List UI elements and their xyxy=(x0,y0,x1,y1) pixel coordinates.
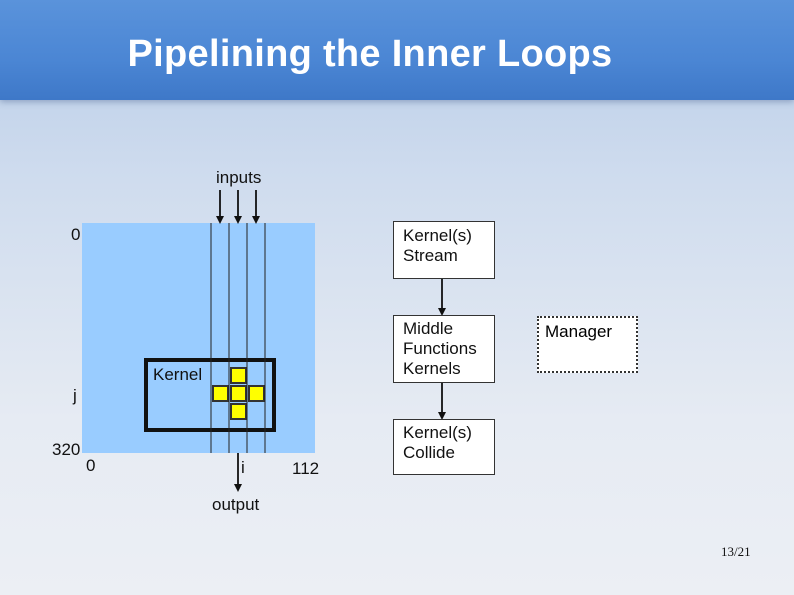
inputs-label: inputs xyxy=(216,168,262,187)
slide-title: Pipelining the Inner Loops xyxy=(127,33,613,75)
kernel-cell-center xyxy=(230,385,247,402)
kernel-stream-line1: Kernel(s) xyxy=(403,226,472,245)
kernel-stream-box: Kernel(s) Stream xyxy=(393,221,495,279)
kernel-stream-line2: Stream xyxy=(403,246,458,265)
output-label: output xyxy=(212,495,260,514)
page-number: 13/21 xyxy=(721,544,751,559)
col-var-label: i xyxy=(241,458,245,477)
kernel-collide-line2: Collide xyxy=(403,443,455,462)
middle-line1: Middle xyxy=(403,319,454,338)
manager-label: Manager xyxy=(545,322,613,341)
manager-box: Manager xyxy=(537,316,638,373)
middle-functions-box: Middle Functions Kernels xyxy=(393,315,495,383)
kernel-collide-line1: Kernel(s) xyxy=(403,423,472,442)
middle-line3: Kernels xyxy=(403,359,461,378)
row-var-label: j xyxy=(73,386,77,405)
col-start-label: 0 xyxy=(86,456,96,475)
kernel-collide-box: Kernel(s) Collide xyxy=(393,419,495,475)
col-end-label: 112 xyxy=(292,459,320,478)
row-start-label: 0 xyxy=(71,225,81,244)
kernel-label: Kernel xyxy=(153,365,203,384)
kernel-cell-bottom xyxy=(230,403,247,420)
middle-line2: Functions xyxy=(403,339,477,358)
kernel-cell-right xyxy=(248,385,265,402)
kernel-cell-top xyxy=(230,367,247,384)
row-end-label: 320 xyxy=(52,440,81,459)
kernel-cell-left xyxy=(212,385,229,402)
lattice-grid xyxy=(82,223,315,453)
slide-header: Pipelining the Inner Loops xyxy=(0,0,794,100)
kernel-stencil-box xyxy=(144,358,276,432)
